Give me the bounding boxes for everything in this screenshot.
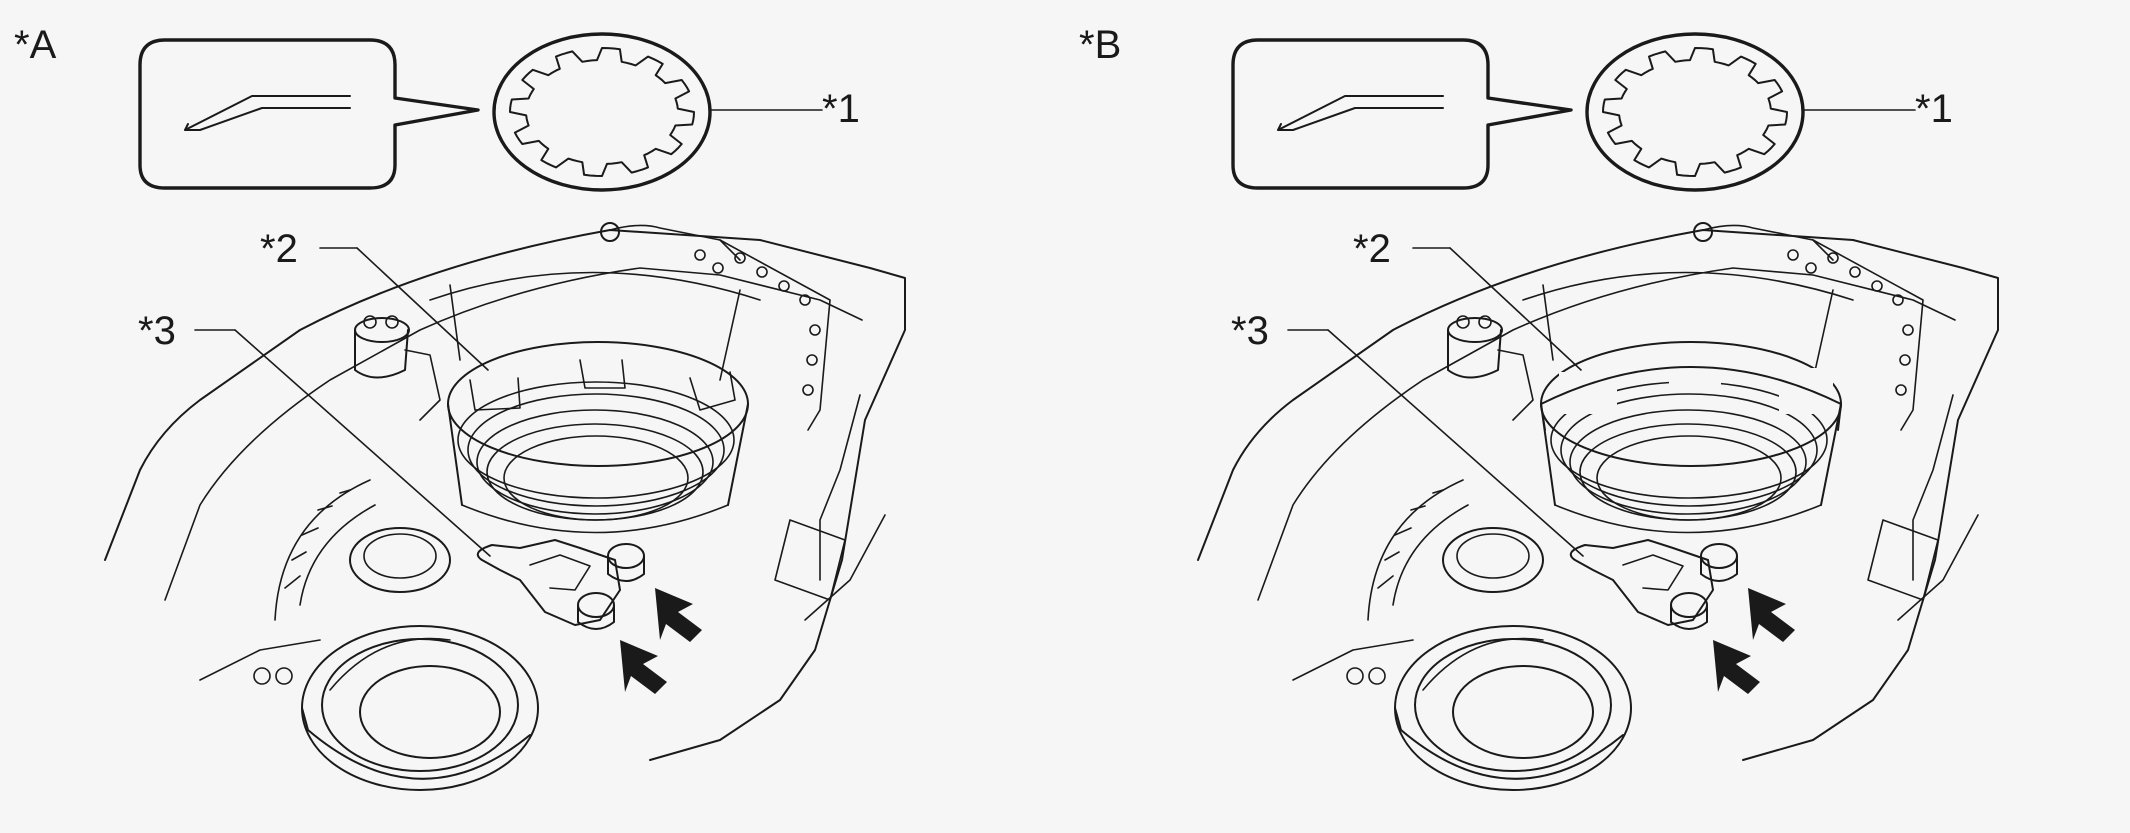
callout-label-2: *2 [260, 227, 298, 271]
panel-b: *B *1 *2 *3 [1079, 23, 2000, 792]
callout-label-3: *3 [138, 309, 176, 353]
drum-tabs-hidden [1540, 354, 1842, 431]
panel-label: *A [14, 23, 57, 67]
callout-label-1: *1 [822, 87, 860, 131]
panel-label: *B [1079, 23, 1121, 67]
callout-label-2: *2 [1353, 227, 1391, 271]
callout-label-1: *1 [1915, 87, 1953, 131]
callout-label-3: *3 [1231, 309, 1269, 353]
panel-a: *A *1 *2 *3 [14, 23, 907, 792]
